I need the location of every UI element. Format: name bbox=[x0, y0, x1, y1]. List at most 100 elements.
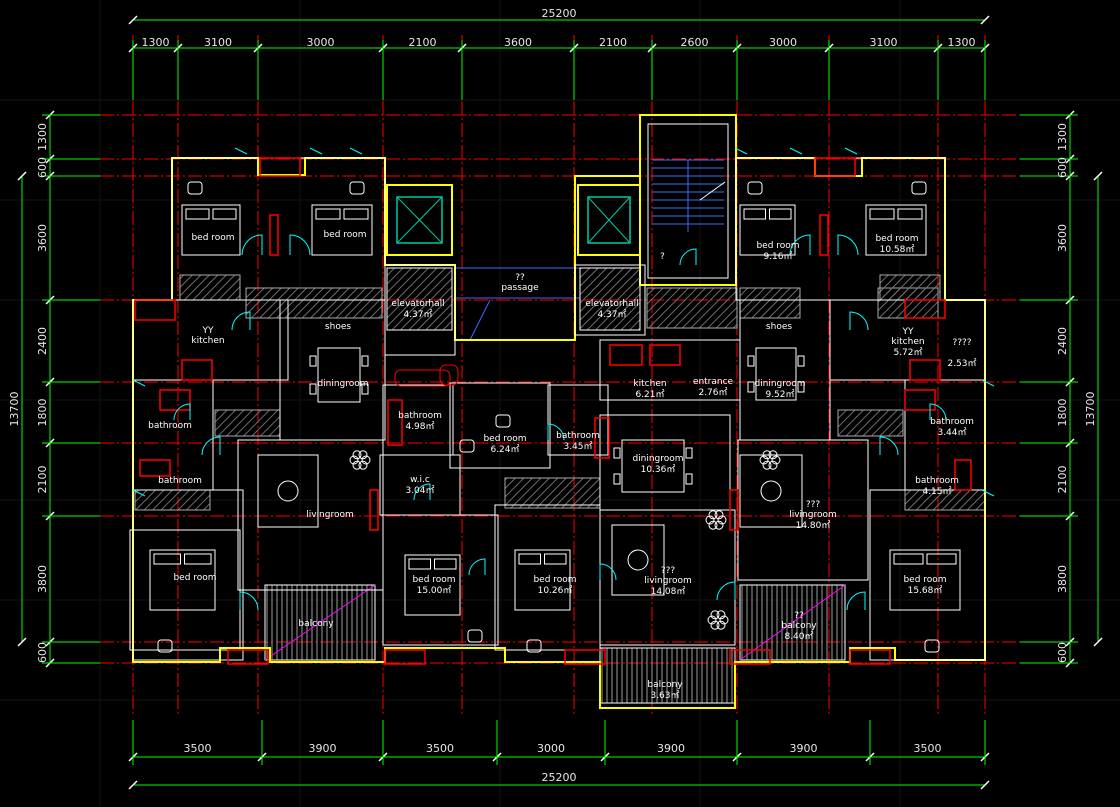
room-note: ??? bbox=[806, 500, 821, 510]
plumbing-fixture bbox=[227, 649, 269, 665]
door-swing bbox=[241, 234, 263, 256]
elevator-shaft bbox=[577, 184, 641, 256]
plant-leaf bbox=[352, 460, 362, 470]
room-name: bathroom bbox=[148, 421, 192, 431]
window-mark bbox=[981, 379, 995, 387]
dimension-value: 600 bbox=[36, 157, 49, 178]
plant-leaf bbox=[358, 460, 368, 470]
room-outline bbox=[132, 489, 244, 661]
room-area: 9.16㎡ bbox=[763, 251, 792, 262]
hatch-block bbox=[214, 409, 281, 437]
plant-leaf bbox=[762, 460, 772, 470]
coffee-table bbox=[760, 480, 782, 502]
plant-leaf bbox=[716, 620, 726, 630]
room-outline bbox=[547, 384, 609, 456]
elevator-car bbox=[587, 196, 631, 244]
dimension-value: 13700 bbox=[1084, 392, 1097, 427]
pillow bbox=[769, 208, 792, 220]
dimension-value: 600 bbox=[1056, 157, 1069, 178]
room-note: YY bbox=[202, 326, 214, 336]
room-note: ???? bbox=[952, 338, 971, 348]
window-mark bbox=[734, 147, 748, 155]
bed bbox=[739, 204, 796, 256]
dimension-value: 3000 bbox=[537, 742, 565, 755]
room-area: 3.63㎡ bbox=[650, 690, 679, 701]
room-outline bbox=[869, 489, 986, 661]
room-outline bbox=[599, 339, 741, 401]
room-name: bathroom bbox=[158, 476, 202, 486]
dimension-tick bbox=[1093, 171, 1103, 181]
plant-leaf bbox=[708, 510, 718, 520]
hatch-block bbox=[879, 274, 941, 301]
plumbing-fixture bbox=[729, 649, 771, 665]
room-name: bed room bbox=[903, 575, 946, 585]
dimension-value: 3600 bbox=[504, 36, 532, 49]
hatch-block bbox=[837, 409, 904, 437]
room-label: bathroom bbox=[148, 421, 192, 431]
window-mark bbox=[844, 147, 858, 155]
plant-leaf bbox=[705, 515, 715, 525]
room-name: balcony bbox=[781, 621, 817, 631]
door-swing bbox=[929, 403, 947, 421]
window-mark bbox=[132, 379, 146, 387]
pillow bbox=[893, 553, 924, 565]
pillow bbox=[544, 553, 567, 565]
dimension-value: 2100 bbox=[1056, 466, 1069, 494]
bed bbox=[514, 549, 571, 611]
plant-leaf bbox=[714, 520, 724, 530]
elevator-car bbox=[396, 196, 443, 244]
door-swing bbox=[849, 311, 869, 331]
armchair bbox=[349, 181, 365, 195]
door-swing bbox=[468, 558, 486, 576]
dimension-value: 2100 bbox=[599, 36, 627, 49]
room-area: 15.68㎡ bbox=[908, 585, 943, 596]
dimension-tick bbox=[128, 780, 138, 790]
room-name: livingroom bbox=[789, 510, 837, 520]
plumbing-fixture bbox=[594, 417, 610, 459]
plant-leaf bbox=[719, 615, 729, 625]
window-mark bbox=[349, 147, 363, 155]
door-swing bbox=[789, 234, 811, 256]
dimension-value: 1300 bbox=[36, 123, 49, 151]
room-name: bathroom bbox=[398, 411, 442, 421]
room-area: 14.08㎡ bbox=[651, 586, 686, 597]
armchair bbox=[187, 181, 203, 195]
plumbing-fixture bbox=[904, 299, 946, 319]
pillow bbox=[212, 208, 237, 220]
plumbing-fixture bbox=[649, 344, 681, 366]
room-name: bed room bbox=[191, 233, 234, 243]
plumbing-fixture bbox=[269, 214, 279, 256]
door-swing bbox=[231, 311, 251, 331]
plant-leaf bbox=[349, 455, 359, 465]
plumbing-fixture bbox=[849, 649, 891, 665]
armchair bbox=[924, 639, 940, 653]
bed bbox=[311, 204, 373, 256]
pillow bbox=[185, 208, 210, 220]
room-note: YY bbox=[902, 327, 914, 337]
chair bbox=[747, 381, 755, 393]
dimension-value: 3500 bbox=[184, 742, 212, 755]
door-swing bbox=[599, 563, 617, 581]
room-outline bbox=[379, 454, 461, 516]
chair bbox=[361, 355, 369, 367]
room-name: bed room bbox=[323, 230, 366, 240]
chair bbox=[309, 355, 317, 367]
room-label: w.i.c3.04㎡ bbox=[405, 475, 434, 496]
room-area: 5.72㎡ bbox=[893, 347, 922, 358]
plant-leaf bbox=[352, 450, 362, 460]
dimension-value: 600 bbox=[36, 642, 49, 663]
